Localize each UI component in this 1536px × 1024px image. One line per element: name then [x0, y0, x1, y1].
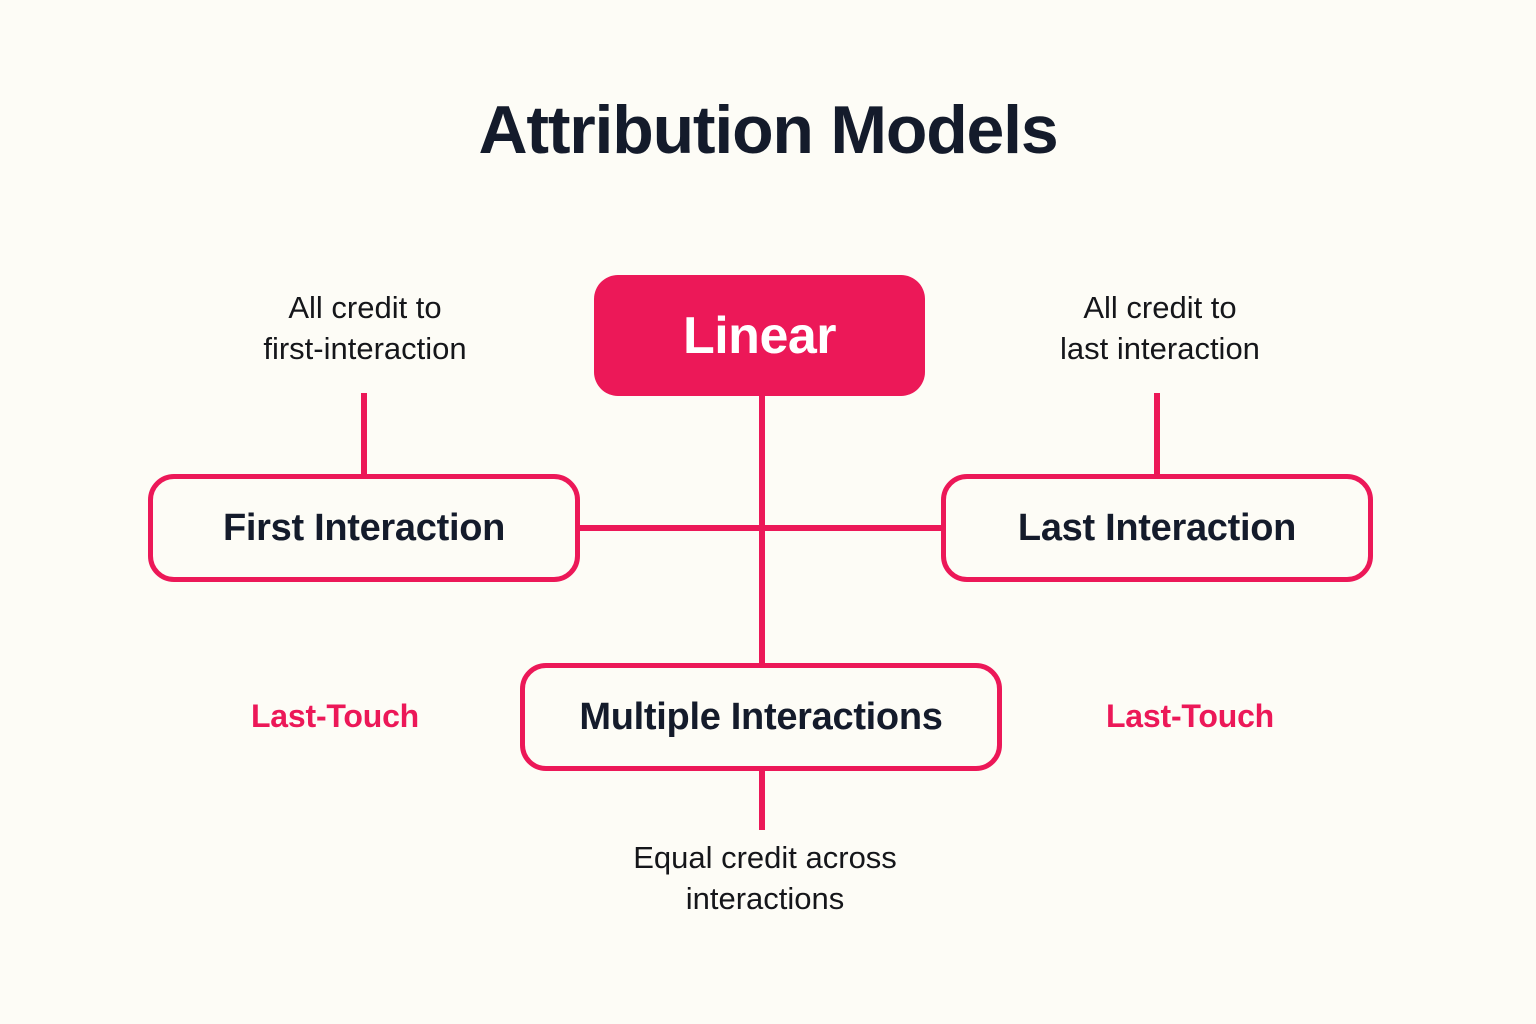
tag-last-touch-right: Last-Touch [1105, 698, 1275, 734]
caption-first-interaction: All credit to first-interaction [200, 288, 530, 370]
node-first-interaction-label: First Interaction [222, 507, 506, 549]
caption-bottom-line-2: interactions [685, 880, 845, 916]
connector-caption-first-to-node [361, 393, 367, 477]
node-last-interaction[interactable]: Last Interaction [941, 474, 1373, 582]
node-multiple-interactions[interactable]: Multiple Interactions [520, 663, 1002, 771]
node-multiple-interactions-label: Multiple Interactions [579, 696, 943, 738]
node-last-interaction-label: Last Interaction [1017, 507, 1297, 549]
caption-first-line-2: first-interaction [263, 330, 467, 366]
connector-first-to-last-crossbar [575, 525, 946, 531]
caption-multiple-interactions: Equal credit across interactions [595, 838, 935, 920]
node-linear[interactable]: Linear [594, 275, 925, 396]
node-first-interaction[interactable]: First Interaction [148, 474, 580, 582]
connector-multiple-to-caption [759, 768, 765, 830]
tag-last-touch-left: Last-Touch [250, 698, 420, 734]
caption-last-line-1: All credit to [1083, 290, 1237, 325]
caption-bottom-line-1: Equal credit across [633, 840, 897, 875]
node-linear-label: Linear [682, 306, 837, 365]
page-title: Attribution Models [478, 92, 1059, 168]
caption-last-interaction: All credit to last interaction [995, 288, 1325, 370]
caption-first-line-1: All credit to [288, 290, 442, 325]
caption-last-line-2: last interaction [1060, 330, 1260, 366]
connector-caption-last-to-node [1154, 393, 1160, 477]
